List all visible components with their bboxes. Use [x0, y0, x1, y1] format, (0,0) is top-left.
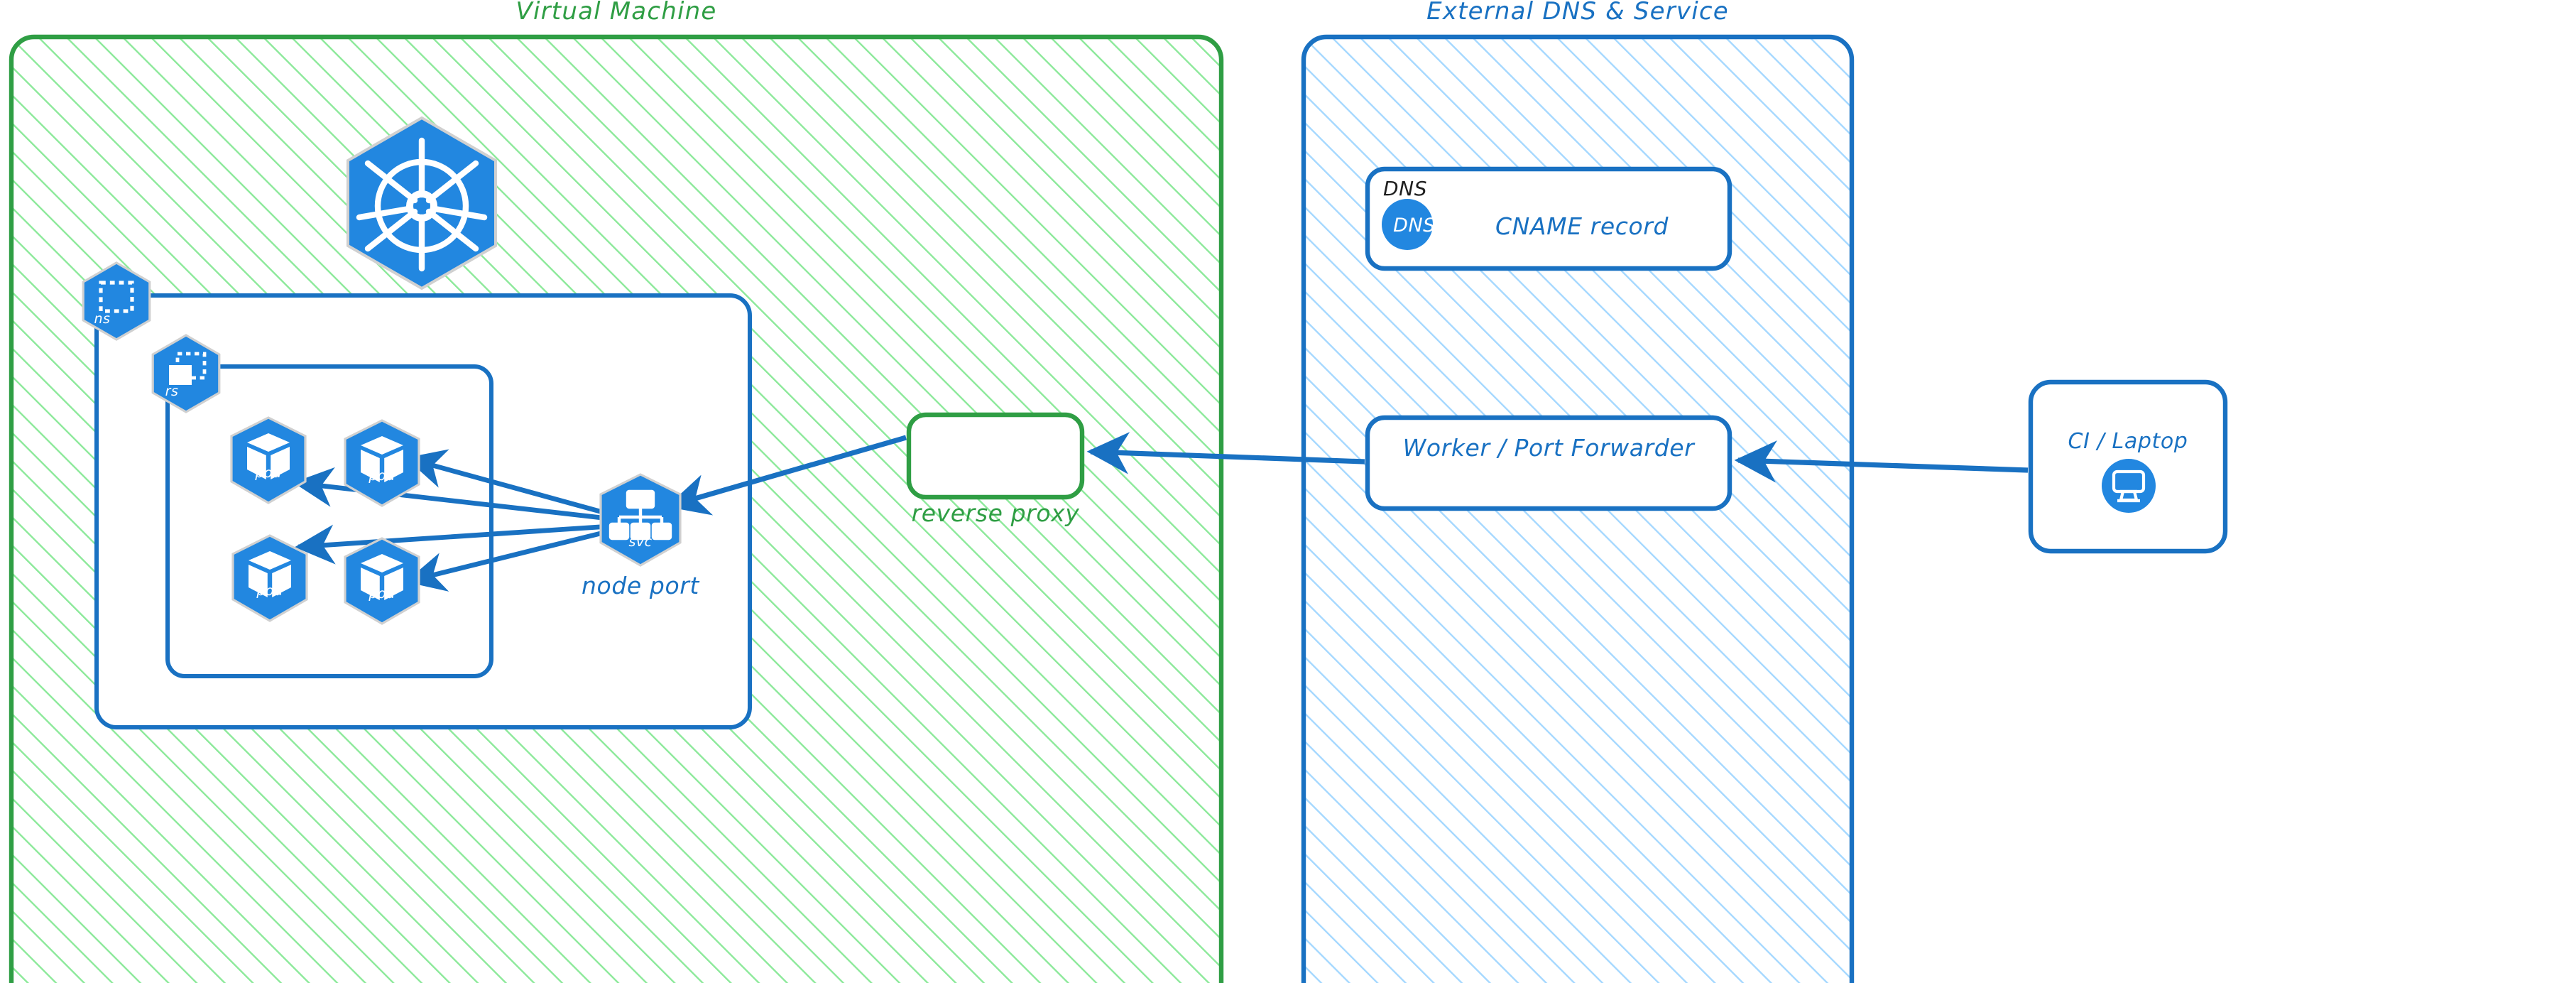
dns-record-sublabel: DNS [1383, 177, 1428, 200]
node-port-caption: node port [582, 572, 699, 599]
replicaset-container [165, 364, 493, 678]
group-title-external-dns-service: External DNS & Service [1426, 0, 1729, 26]
pod-label-1: pod [255, 465, 282, 481]
pod-icon-2 [344, 419, 420, 507]
group-title-virtual-machine: Virtual Machine [515, 0, 717, 26]
pod-label-2: pod [369, 468, 395, 484]
arrow-svc-to-pod-2 [405, 449, 621, 520]
desktop-monitor-icon [2102, 459, 2156, 513]
pod-icon-4 [344, 537, 420, 625]
service-label: svc [628, 534, 653, 550]
dns-record-label: CNAME record [1495, 212, 1669, 240]
dns-chip-icon [1382, 199, 1433, 250]
service-to-pod-arrows [293, 449, 621, 592]
pod-icon-1 [230, 416, 307, 504]
pod-label-4: pod [369, 586, 395, 602]
worker-port-forwarder-label: Worker / Port Forwarder [1402, 434, 1695, 462]
pod-label-3: pod [256, 583, 283, 599]
dns-chip-label: DNS [1393, 214, 1436, 237]
namespace-badge-icon [82, 261, 151, 341]
arrow-reverse-proxy-to-service [666, 435, 907, 516]
replicaset-badge-icon [151, 334, 221, 413]
reverse-proxy-label: reverse proxy [911, 499, 1080, 527]
pod-icon-3 [231, 534, 308, 622]
arrow-ci-laptop-to-worker [1734, 440, 2029, 483]
dns-record-box[interactable] [1365, 166, 1732, 271]
arrow-svc-to-pod-4 [405, 526, 621, 592]
namespace-badge-label: ns [94, 311, 111, 327]
arrow-svc-to-pod-1 [293, 467, 621, 523]
worker-port-forwarder-box[interactable] [1365, 415, 1732, 511]
replicaset-badge-label: rs [165, 384, 179, 399]
kubernetes-logo-icon [346, 116, 497, 290]
arrow-svc-to-pod-3 [294, 523, 621, 565]
reverse-proxy-box[interactable] [906, 412, 1085, 500]
service-icon [599, 473, 682, 567]
arrow-worker-to-reverse-proxy [1086, 432, 1365, 474]
ci-laptop-label: CI / Laptop [2068, 429, 2188, 454]
